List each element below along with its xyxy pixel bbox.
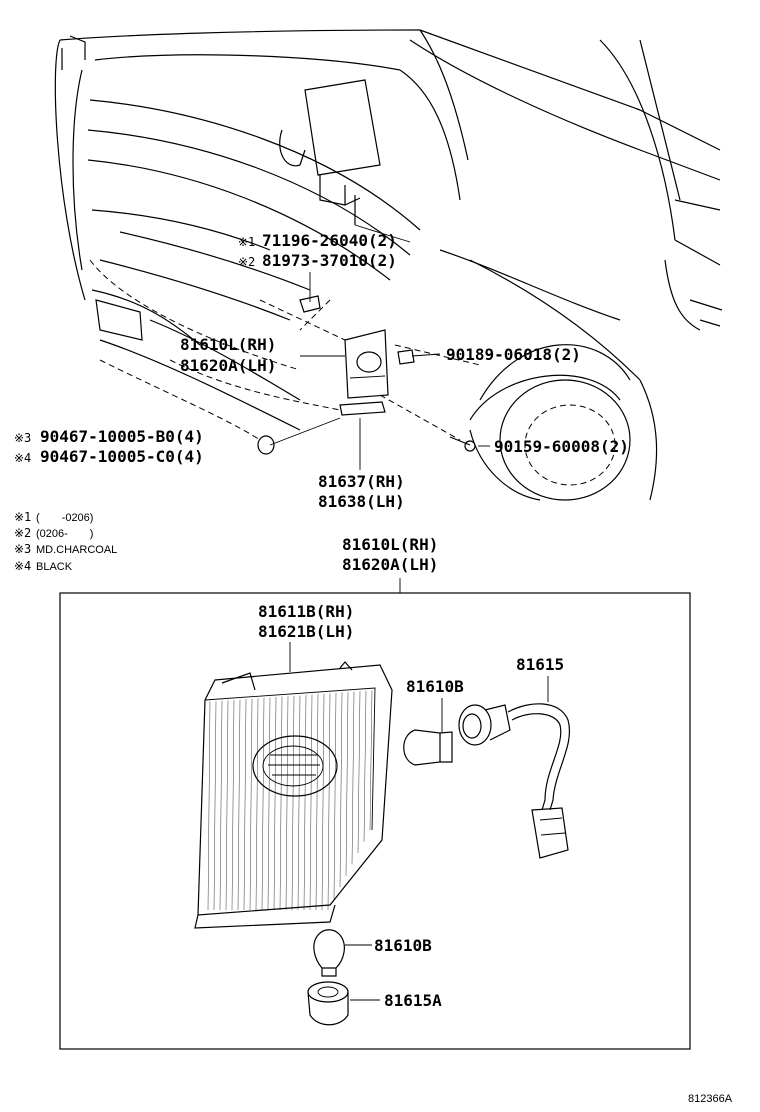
callout-marker-3: ※3 <box>14 431 31 445</box>
leader-lines-detail <box>289 642 549 1001</box>
lens-hatch-line <box>333 692 337 899</box>
part-number-81620a-lh: 81620A(LH) <box>180 356 276 375</box>
part-number-81638-lh: 81638(LH) <box>318 492 405 511</box>
part-number-81615a: 81615A <box>384 991 442 1010</box>
lens-hatch-line <box>285 696 289 911</box>
note-marker-3: ※3 <box>14 542 31 556</box>
part-number-81610l-rh: 81610L(RH) <box>180 335 276 354</box>
lens-hatch-line <box>207 701 211 911</box>
lens-hatch-line <box>315 694 319 911</box>
lens-hatch-line <box>363 690 367 842</box>
lens-hatch-line <box>261 697 265 911</box>
lens-hatch-line <box>291 695 295 911</box>
detail-title-81620a-lh: 81620A(LH) <box>342 555 438 574</box>
lens-hatch-line <box>267 697 271 911</box>
lens-hatch-line <box>231 699 235 911</box>
lens-hatch-line <box>357 691 361 854</box>
lens-hatch-line <box>369 690 373 831</box>
callout-marker-1: ※1 <box>238 235 255 249</box>
lens-hatch-line <box>351 691 355 865</box>
lens-hatch-line <box>243 699 247 911</box>
lens-hatch-line <box>303 694 307 911</box>
part-number-81615: 81615 <box>516 655 564 674</box>
lens-hatch-line <box>255 698 259 911</box>
note-text-4: BLACK <box>36 561 73 573</box>
bulb-81610b-upper <box>403 729 453 766</box>
lens-hatch-line <box>279 696 283 911</box>
lens-hatch-line <box>237 699 241 911</box>
note-marker-2: ※2 <box>14 526 31 540</box>
lens-hatch-line <box>249 698 253 911</box>
lens-hatch-line <box>309 694 313 911</box>
part-number-81610b-lower: 81610B <box>374 936 432 955</box>
lens-hatch-line <box>321 693 325 911</box>
lens-hatch-line <box>345 691 349 876</box>
part-number-71196-26040: 71196-26040(2) <box>262 231 397 250</box>
lens-hatch-line <box>339 692 343 888</box>
part-number-81973-37010: 81973-37010(2) <box>262 251 397 270</box>
callout-marker-2: ※2 <box>238 255 255 269</box>
part-number-90467-10005-b0: 90467-10005-B0(4) <box>40 427 204 446</box>
part-number-90467-10005-c0: 90467-10005-C0(4) <box>40 447 204 466</box>
corner-lamp-lens <box>194 661 393 929</box>
figure-id: 812366A <box>688 1093 733 1105</box>
part-number-90189-06018: 90189-06018(2) <box>446 345 581 364</box>
lens-hatch-line <box>213 701 217 911</box>
bulb-81610b-lower <box>313 929 345 977</box>
note-marker-1: ※1 <box>14 510 31 524</box>
leader-lines-top <box>269 224 490 470</box>
lens-hatching <box>207 690 373 911</box>
part-number-81610b-upper: 81610B <box>406 677 464 696</box>
lens-hatch-line <box>225 700 229 911</box>
lens-hatch-line <box>273 697 277 911</box>
socket-81615a <box>307 981 349 1026</box>
note-text-2: (0206- ) <box>36 528 93 540</box>
lens-hatch-line <box>219 700 223 911</box>
part-number-81621b-lh: 81621B(LH) <box>258 622 354 641</box>
part-number-81611b-rh: 81611B(RH) <box>258 602 354 621</box>
part-number-90159-60008: 90159-60008(2) <box>494 437 629 456</box>
note-marker-4: ※4 <box>14 559 31 573</box>
lens-hatch-line <box>297 695 301 911</box>
lens-hatch-line <box>327 693 331 911</box>
part-number-81637-rh: 81637(RH) <box>318 472 405 491</box>
note-text-3: MD.CHARCOAL <box>36 544 117 556</box>
truck-cab-drawing <box>54 29 723 501</box>
callout-marker-4: ※4 <box>14 451 31 465</box>
detail-frame <box>59 592 691 1050</box>
detail-title-81610l-rh: 81610L(RH) <box>342 535 438 554</box>
note-text-1: ( -0206) <box>36 512 93 524</box>
socket-wire-81615 <box>458 703 570 859</box>
